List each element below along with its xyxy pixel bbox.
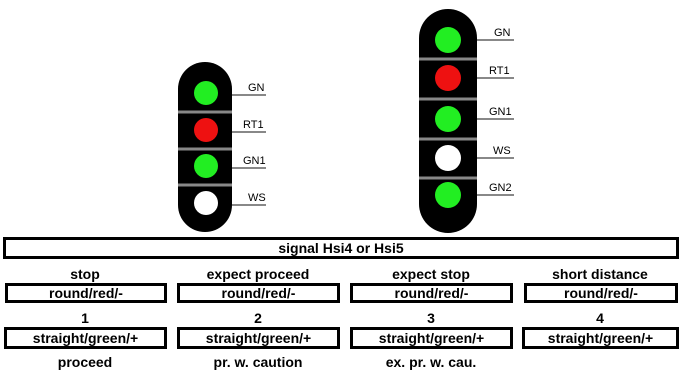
aspect-label: expect proceed [206, 266, 310, 282]
signal-left-lamp-rt1: RT1 [194, 118, 266, 142]
signal-left-lamp-gn1: GN1 [194, 154, 266, 178]
lamp-label: GN1 [489, 106, 512, 118]
lamp-label: WS [493, 145, 511, 157]
aspect-number: 4 [596, 310, 604, 326]
signal-right-lamp-gn: GN [435, 27, 514, 53]
lamp-label: GN [248, 82, 265, 94]
table-header: signal Hsi4 or Hsi5 [3, 237, 679, 259]
signal-right-lamp-rt1: RT1 [435, 65, 514, 91]
signal-diagram: GN RT1 GN1 WS GN [178, 9, 514, 233]
aspect-number: 3 [427, 310, 435, 326]
lamp-label: GN [494, 27, 511, 39]
lamp-label: GN1 [243, 155, 266, 167]
lower-lamp-state: straight/green/+ [350, 327, 513, 349]
lower-lamp-state: straight/green/+ [4, 327, 167, 349]
lamp-label: RT1 [243, 119, 264, 131]
signal-right-lamp-gn1: GN1 [435, 106, 514, 132]
upper-lamp-state: round/red/- [350, 283, 513, 303]
signal-right: GN RT1 GN1 WS GN2 [419, 9, 514, 233]
upper-lamp-state: round/red/- [5, 283, 167, 303]
signal-left-lamp-ws: WS [194, 191, 266, 215]
aspect-label: short distance [552, 266, 648, 282]
aspect-number: 1 [81, 310, 89, 326]
aspect-label: stop [70, 266, 100, 282]
aspect-meaning: proceed [57, 354, 113, 370]
signal-right-lamp-ws: WS [435, 145, 514, 171]
aspect-meaning: ex. pr. w. cau. [385, 354, 477, 370]
lower-lamp-state: straight/green/+ [177, 327, 340, 349]
signal-left-housing [178, 62, 232, 232]
aspect-number: 2 [254, 310, 262, 326]
signal-left-lamp-gn: GN [194, 81, 266, 105]
upper-lamp-state: round/red/- [524, 283, 678, 303]
aspect-label: expect stop [392, 266, 470, 282]
lower-lamp-state: straight/green/+ [522, 327, 679, 349]
upper-lamp-state: round/red/- [177, 283, 340, 303]
signal-right-lamp-gn2: GN2 [435, 182, 514, 208]
lamp-label: WS [248, 192, 266, 204]
lamp-label: GN2 [489, 182, 512, 194]
lamp-label: RT1 [489, 65, 510, 77]
signal-left: GN RT1 GN1 WS [178, 62, 266, 232]
aspect-meaning: pr. w. caution [213, 354, 303, 370]
